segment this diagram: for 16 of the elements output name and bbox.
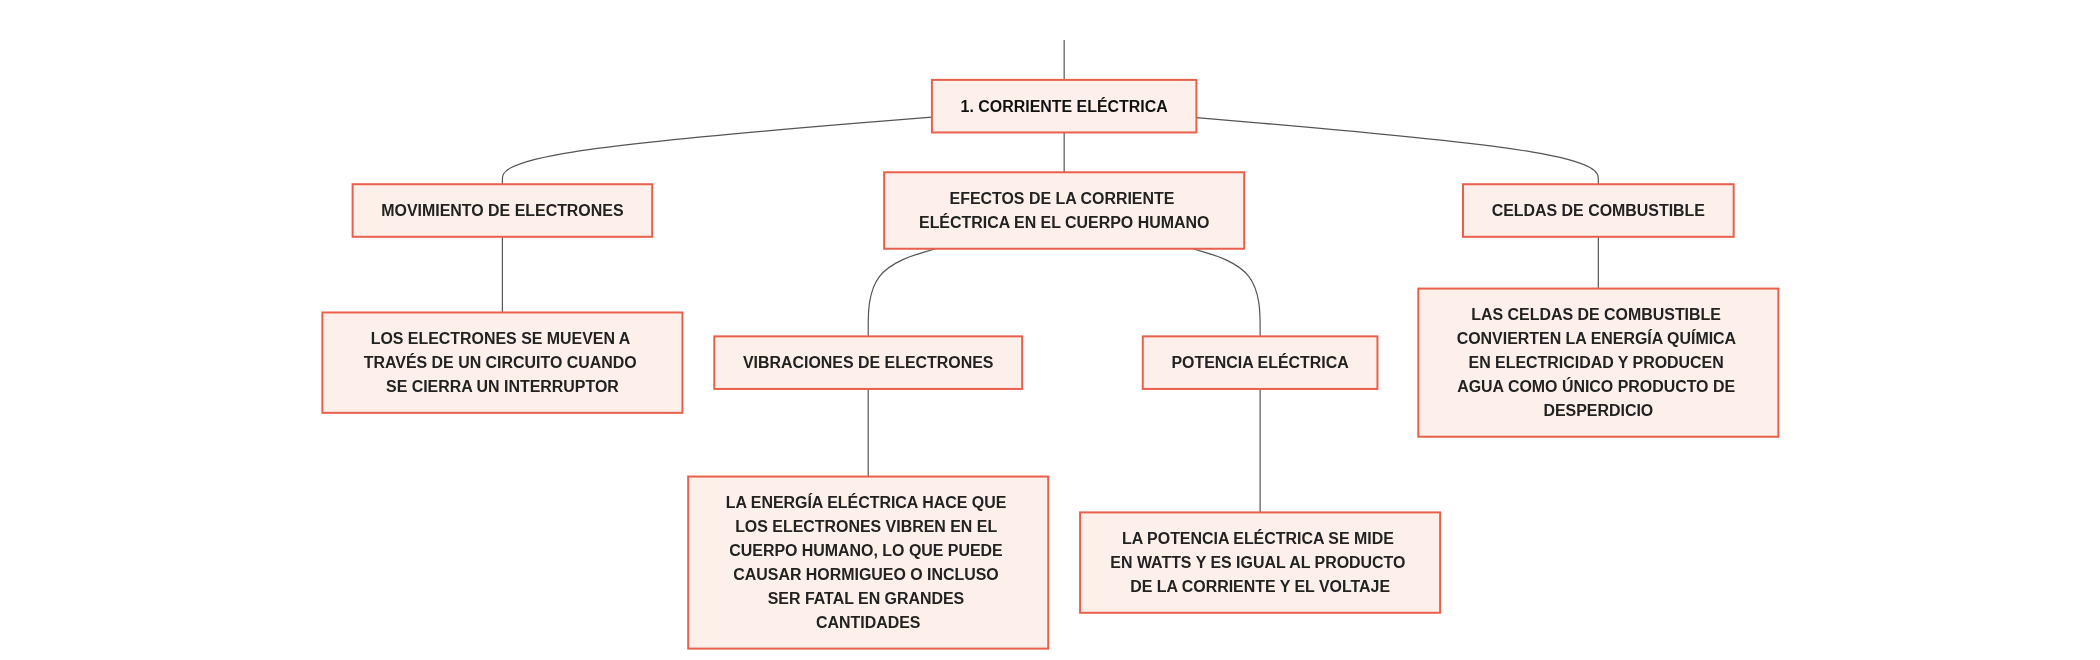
connector [501, 236, 503, 314]
node-box: MOVIMIENTO DE ELECTRONES [351, 183, 653, 238]
node-box: 1. CORRIENTE ELÉCTRICA [930, 78, 1198, 134]
connector [1597, 236, 1599, 290]
node-box: LAS CELDAS DE COMBUSTIBLE CONVIERTEN LA ENERGÍA QUÍMICA EN ELECTRICIDAD Y PRODUCEN AGUA COMO ÚNICO PRODUCTO DE DESPERDICIO [1416, 287, 1779, 438]
node-box: LOS ELECTRONES SE MUEVEN A TRAVÉS DE UN CIRCUITO CUANDO SE CIERRA UN INTERRUPTOR [321, 311, 684, 414]
node-box: CELDAS DE COMBUSTIBLE [1461, 183, 1735, 238]
node-box: LA POTENCIA ELÉCTRICA SE MIDE EN WATTS Y ES IGUAL AL PRODUCTO DE LA CORRIENTE Y EL VOLTAJE [1078, 511, 1441, 614]
node-box: EFECTOS DE LA CORRIENTE ELÉCTRICA EN EL CUERPO HUMANO [882, 171, 1245, 250]
connector [1259, 388, 1261, 513]
connector [1063, 39, 1065, 81]
node-box: VIBRACIONES DE ELECTRONES [712, 335, 1023, 390]
connector [1063, 131, 1065, 173]
connector [867, 388, 869, 478]
node-box: POTENCIA ELÉCTRICA [1141, 335, 1379, 390]
node-box: LA ENERGÍA ELÉCTRICA HACE QUE LOS ELECTRONES VIBREN EN EL CUERPO HUMANO, LO QUE PUEDE CAUSAR HORMIGUEO O INCLUSO SER FATAL EN GRANDES CANTIDADES [686, 475, 1049, 650]
